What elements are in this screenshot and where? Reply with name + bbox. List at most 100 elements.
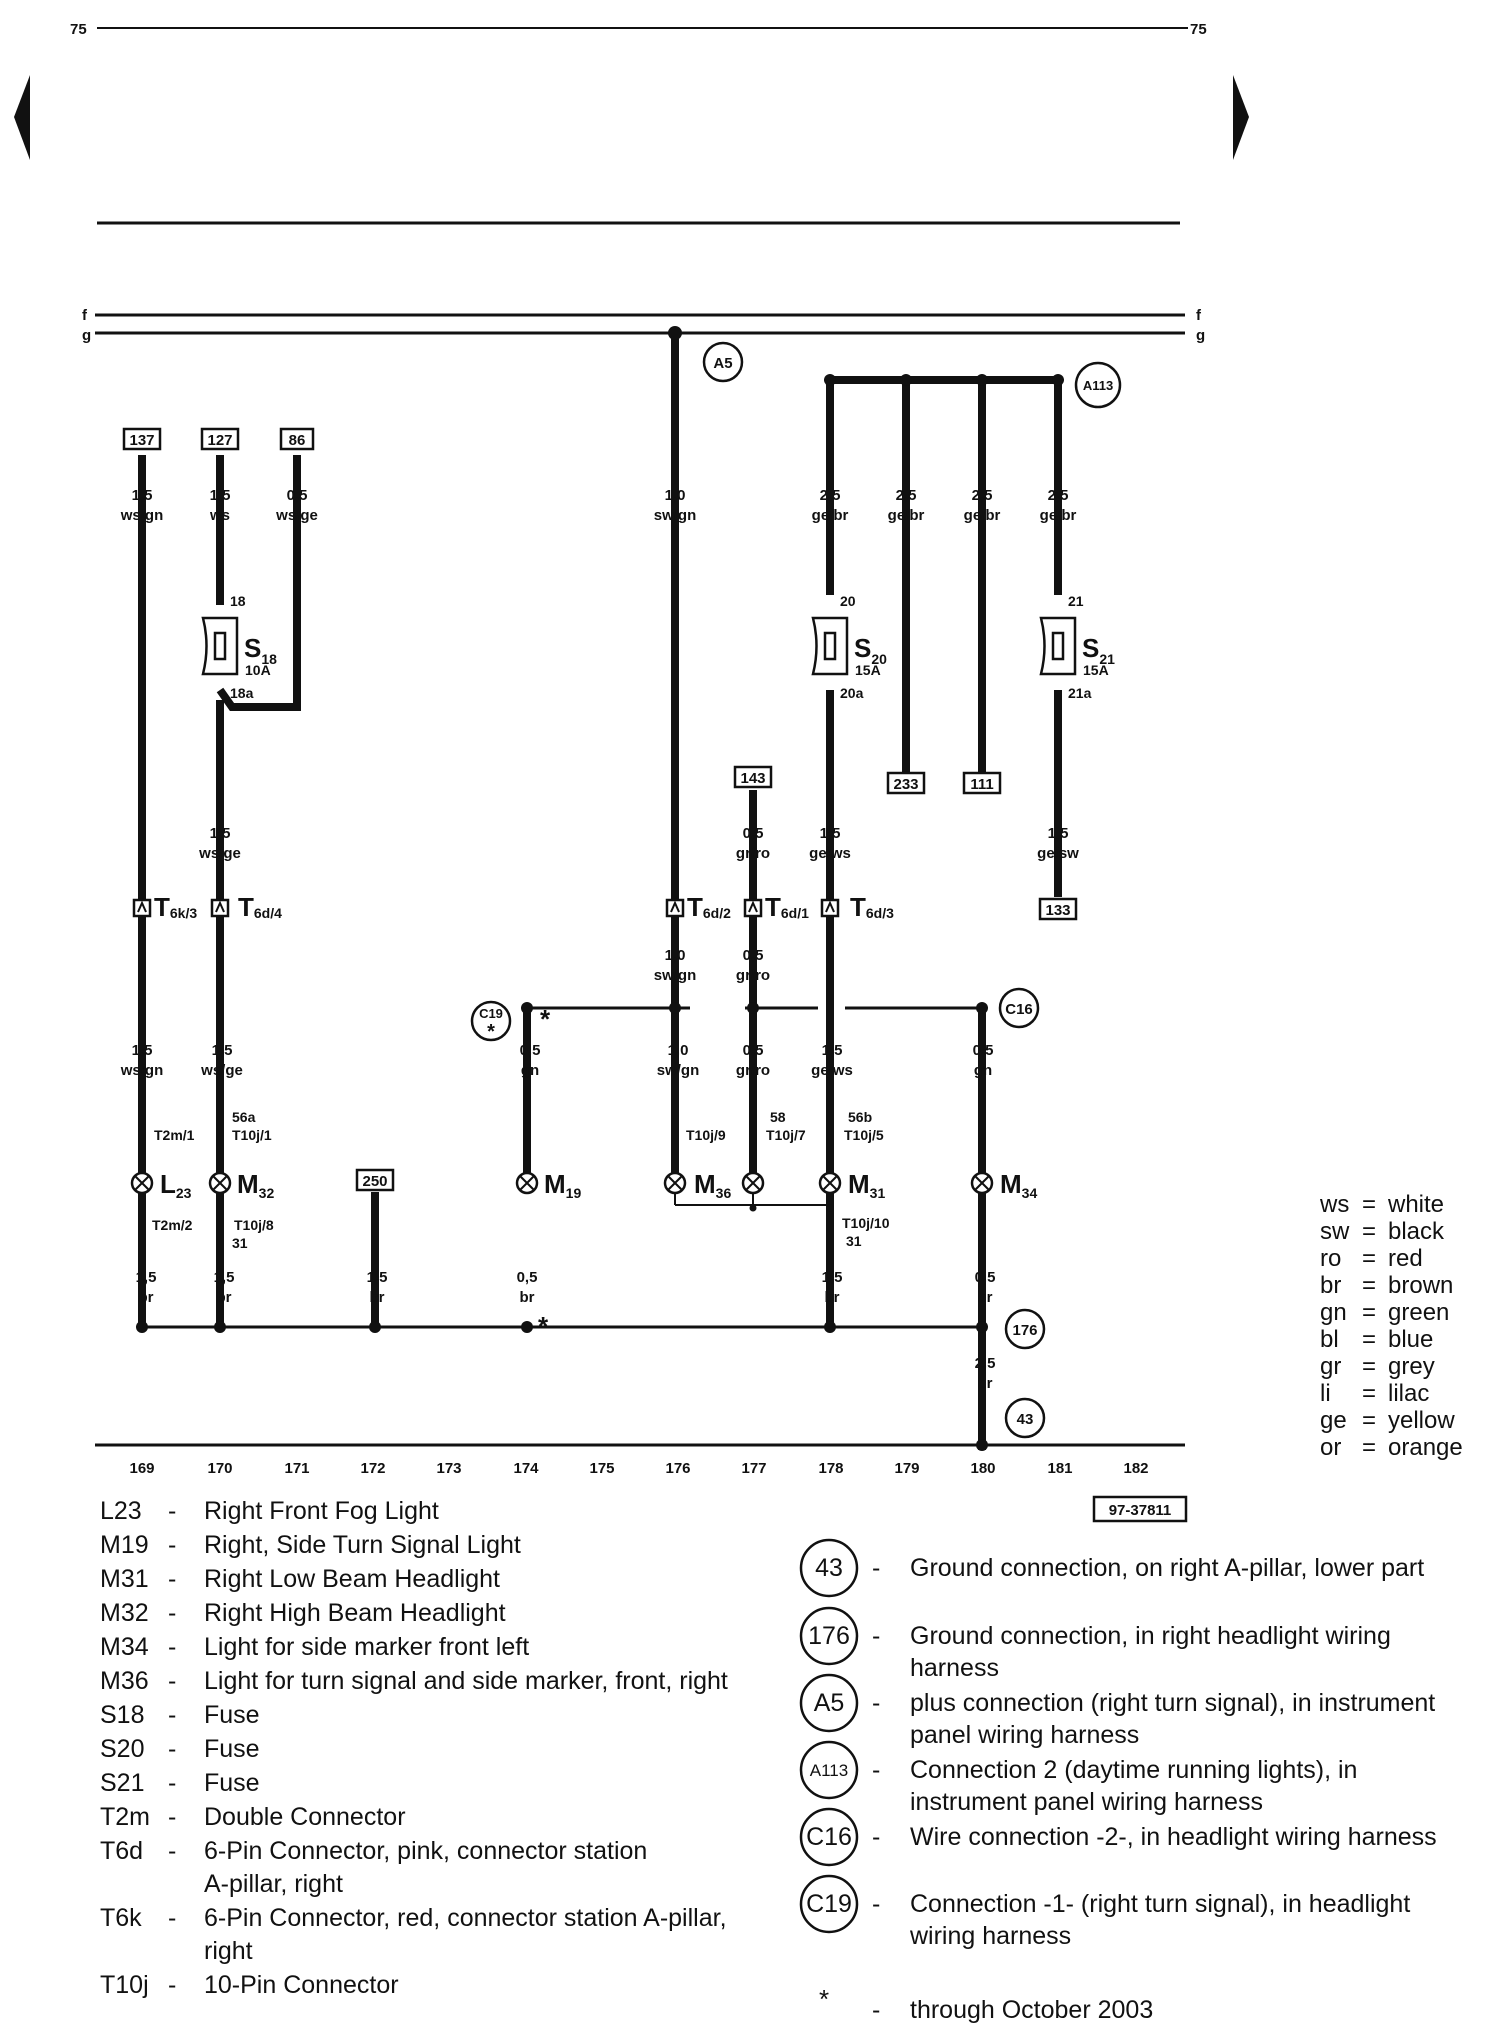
wire-color-label: sw/gn bbox=[654, 507, 697, 524]
wire-size-label: 2,5 bbox=[820, 487, 841, 504]
fuse-pin-in: 20 bbox=[840, 593, 856, 609]
fuse-pin-in: 18 bbox=[230, 593, 246, 609]
color-sep: = bbox=[1362, 1326, 1376, 1353]
connector-T6d3: T6d/3 bbox=[820, 892, 894, 922]
component-code: M31 bbox=[100, 1565, 149, 1593]
column-number: 175 bbox=[589, 1460, 614, 1477]
column-number: 179 bbox=[894, 1460, 919, 1477]
wire-color-label: ge/ws bbox=[809, 845, 851, 862]
color-code: ws bbox=[1319, 1191, 1349, 1218]
lamp-name: M34 bbox=[1000, 1169, 1037, 1201]
asterisk-mark: * bbox=[538, 1311, 549, 1341]
terminal-143: 143 bbox=[733, 765, 773, 789]
wire-color-label: ws bbox=[209, 507, 230, 524]
pin-label: 58 bbox=[770, 1109, 786, 1125]
connection-description: wiring harness bbox=[909, 1922, 1071, 1950]
connector-name: T6d/3 bbox=[850, 892, 894, 922]
pin-label: T2m/2 bbox=[152, 1217, 193, 1233]
lamp-M36: M36 bbox=[663, 1169, 765, 1208]
fuse-pin-out: 20a bbox=[840, 685, 864, 701]
component-code: T10j bbox=[100, 1971, 149, 1999]
wire-size-label: 2,5 bbox=[896, 487, 917, 504]
wire-labels: 1,5 ws/gn 1,5 ws 0,5 ws/ge 1,0 sw/gn 2,5… bbox=[120, 487, 1079, 1392]
pin-label: 31 bbox=[846, 1233, 862, 1249]
wire-size-label: 2,5 bbox=[975, 1355, 996, 1372]
terminal-133: 133 bbox=[1038, 897, 1078, 921]
lamp-name: M31 bbox=[848, 1169, 885, 1201]
wire-size-label: 1,0 bbox=[665, 947, 686, 964]
next-page-arrow-icon[interactable] bbox=[1233, 75, 1249, 160]
color-code: ge bbox=[1320, 1407, 1347, 1434]
terminal-111: 111 bbox=[962, 771, 1002, 795]
connection-symbol: 43 bbox=[815, 1554, 843, 1582]
marker-A5-label: A5 bbox=[713, 355, 732, 372]
column-number: 174 bbox=[513, 1460, 539, 1477]
wire-color-label: sw/gn bbox=[654, 967, 697, 984]
wire-color-label: gr/ro bbox=[736, 967, 770, 984]
marker-C19-label: C19 bbox=[479, 1006, 503, 1021]
component-dash: - bbox=[168, 1599, 176, 1627]
page-number-left: 75 bbox=[70, 21, 87, 38]
component-dash: - bbox=[168, 1904, 176, 1932]
column-number: 177 bbox=[741, 1460, 766, 1477]
bus-label-f-left: f bbox=[82, 307, 88, 324]
component-description: Right Front Fog Light bbox=[204, 1497, 439, 1525]
component-description: 6-Pin Connector, red, connector station … bbox=[204, 1904, 727, 1932]
wire-color-label: br bbox=[978, 1375, 993, 1392]
component-description: Light for side marker front left bbox=[204, 1633, 529, 1661]
component-description: Right, Side Turn Signal Light bbox=[204, 1531, 521, 1559]
fuse-rating: 15A bbox=[855, 662, 881, 678]
connection-dash: - bbox=[872, 1823, 880, 1851]
fuse-name: S18 bbox=[244, 633, 277, 667]
component-description: Double Connector bbox=[204, 1803, 406, 1831]
asterisk-mark: * bbox=[540, 1004, 551, 1034]
connection-description: harness bbox=[910, 1654, 999, 1682]
wire-color-label: gr/ro bbox=[736, 845, 770, 862]
connector-T6d4: T6d/4 bbox=[210, 892, 282, 922]
color-name: grey bbox=[1388, 1353, 1435, 1380]
wire-size-label: 0,5 bbox=[520, 1042, 541, 1059]
wire-size-label: 1,5 bbox=[214, 1269, 235, 1286]
figure-id-label: 97-37811 bbox=[1109, 1502, 1172, 1519]
bus-lines: f g f g bbox=[82, 307, 1205, 344]
wire-size-label: 0,5 bbox=[975, 1269, 996, 1286]
fuse-pin-in: 21 bbox=[1068, 593, 1084, 609]
wire-size-label: 1,5 bbox=[367, 1269, 388, 1286]
component-dash: - bbox=[168, 1971, 176, 1999]
terminal-86-label: 86 bbox=[289, 432, 306, 449]
wire-color-label: sw/gn bbox=[657, 1062, 700, 1079]
wire-size-label: 2,5 bbox=[1048, 487, 1069, 504]
wire-size-label: 0,5 bbox=[973, 1042, 994, 1059]
connection-description: Ground connection, on right A-pillar, lo… bbox=[910, 1554, 1424, 1582]
component-legend: L23 - Right Front Fog Light M19 - Right,… bbox=[100, 1497, 728, 1999]
asterisk-mark: * bbox=[487, 1021, 495, 1043]
color-code: gn bbox=[1320, 1299, 1347, 1326]
color-sep: = bbox=[1362, 1299, 1376, 1326]
connection-description: Ground connection, in right headlight wi… bbox=[910, 1622, 1391, 1650]
wire-color-label: br bbox=[139, 1289, 154, 1306]
lamp-name: L23 bbox=[160, 1169, 192, 1201]
component-dash: - bbox=[168, 1497, 176, 1525]
component-description: Light for turn signal and side marker, f… bbox=[204, 1667, 728, 1695]
wire-size-label: 1,5 bbox=[820, 825, 841, 842]
prev-page-arrow-icon[interactable] bbox=[14, 75, 30, 160]
connector-T6d2: T6d/2 bbox=[665, 892, 731, 922]
connection-dash: - bbox=[872, 1890, 880, 1918]
connection-symbol: C19 bbox=[806, 1890, 852, 1918]
connector-name: T6d/4 bbox=[238, 892, 282, 922]
wire-size-label: 2,5 bbox=[972, 487, 993, 504]
color-name: blue bbox=[1388, 1326, 1433, 1353]
pin-label: T2m/1 bbox=[154, 1127, 195, 1143]
color-code: ro bbox=[1320, 1245, 1341, 1272]
component-dash: - bbox=[168, 1531, 176, 1559]
connection-description: Wire connection -2-, in headlight wiring… bbox=[910, 1823, 1437, 1851]
component-code: M19 bbox=[100, 1531, 149, 1559]
lamp-name: M36 bbox=[694, 1169, 731, 1201]
wire-size-label: 1,5 bbox=[132, 1042, 153, 1059]
wire-color-label: gn bbox=[974, 1062, 992, 1079]
marker-A113-label: A113 bbox=[1083, 378, 1113, 393]
wire-size-label: 0,5 bbox=[743, 1042, 764, 1059]
terminal-250: 250 bbox=[355, 1168, 395, 1192]
color-code: gr bbox=[1320, 1353, 1341, 1380]
component-description: Fuse bbox=[204, 1735, 260, 1763]
